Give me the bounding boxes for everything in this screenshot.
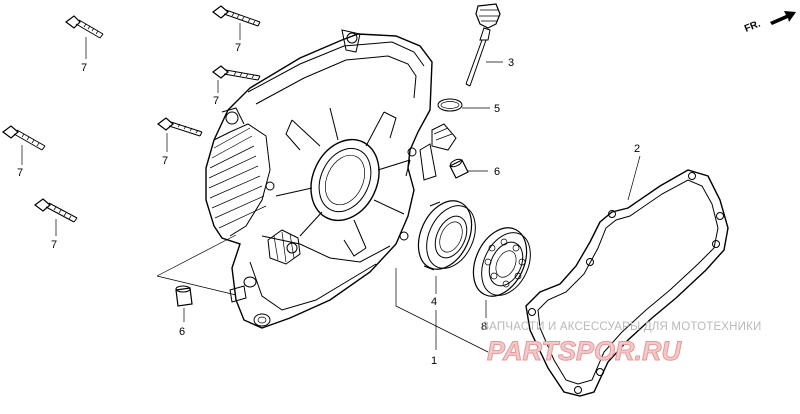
callout-cover-assy: 1 xyxy=(431,355,437,367)
callout-bearing-small: 8 xyxy=(481,321,487,333)
dowel-pin-left xyxy=(175,285,193,307)
oil-dipstick xyxy=(465,3,501,87)
ball-bearing-large xyxy=(417,200,476,271)
arrow-icon xyxy=(770,11,796,25)
callout-bearing-large: 4 xyxy=(431,296,437,308)
callout-bolt-1: 7 xyxy=(81,62,87,74)
leader-gasket xyxy=(627,155,641,201)
callout-bolt-6: 7 xyxy=(51,239,57,251)
dowel-pin-right xyxy=(449,158,469,179)
watermark-caption: ЗАПЧАСТИ И АКСЕССУАРЫ ДЛЯ МОТОТЕХНИКИ xyxy=(482,321,762,333)
o-ring xyxy=(437,98,463,112)
callout-bolt-5: 7 xyxy=(162,155,168,167)
callout-bolt-3: 7 xyxy=(213,95,219,107)
callout-bolt-2: 7 xyxy=(235,42,241,54)
ball-bearing-small xyxy=(472,227,531,297)
callout-bolt-4: 7 xyxy=(17,167,23,179)
front-direction-indicator: FR. xyxy=(743,11,796,35)
bolt-middle xyxy=(157,117,203,137)
callout-oring: 5 xyxy=(494,103,500,115)
callout-dipstick: 3 xyxy=(508,57,514,69)
fr-label: FR. xyxy=(743,18,762,34)
watermark-logo: PARTSPOR.RU xyxy=(487,336,683,366)
callout-gasket: 2 xyxy=(634,143,640,155)
bolt-left-lower xyxy=(34,198,78,223)
leader-cover-left xyxy=(156,234,237,296)
callout-dowel-right: 6 xyxy=(494,166,500,178)
crankcase-cover xyxy=(205,29,457,329)
cover-gasket xyxy=(525,169,729,397)
callout-dowel-left: 6 xyxy=(179,326,185,338)
bolt-top-middle xyxy=(212,5,261,27)
bolt-upper-center xyxy=(212,65,261,81)
bolt-top-left xyxy=(65,15,104,39)
bolt-left-upper xyxy=(2,125,46,151)
leader-cover-bracket xyxy=(395,268,489,353)
